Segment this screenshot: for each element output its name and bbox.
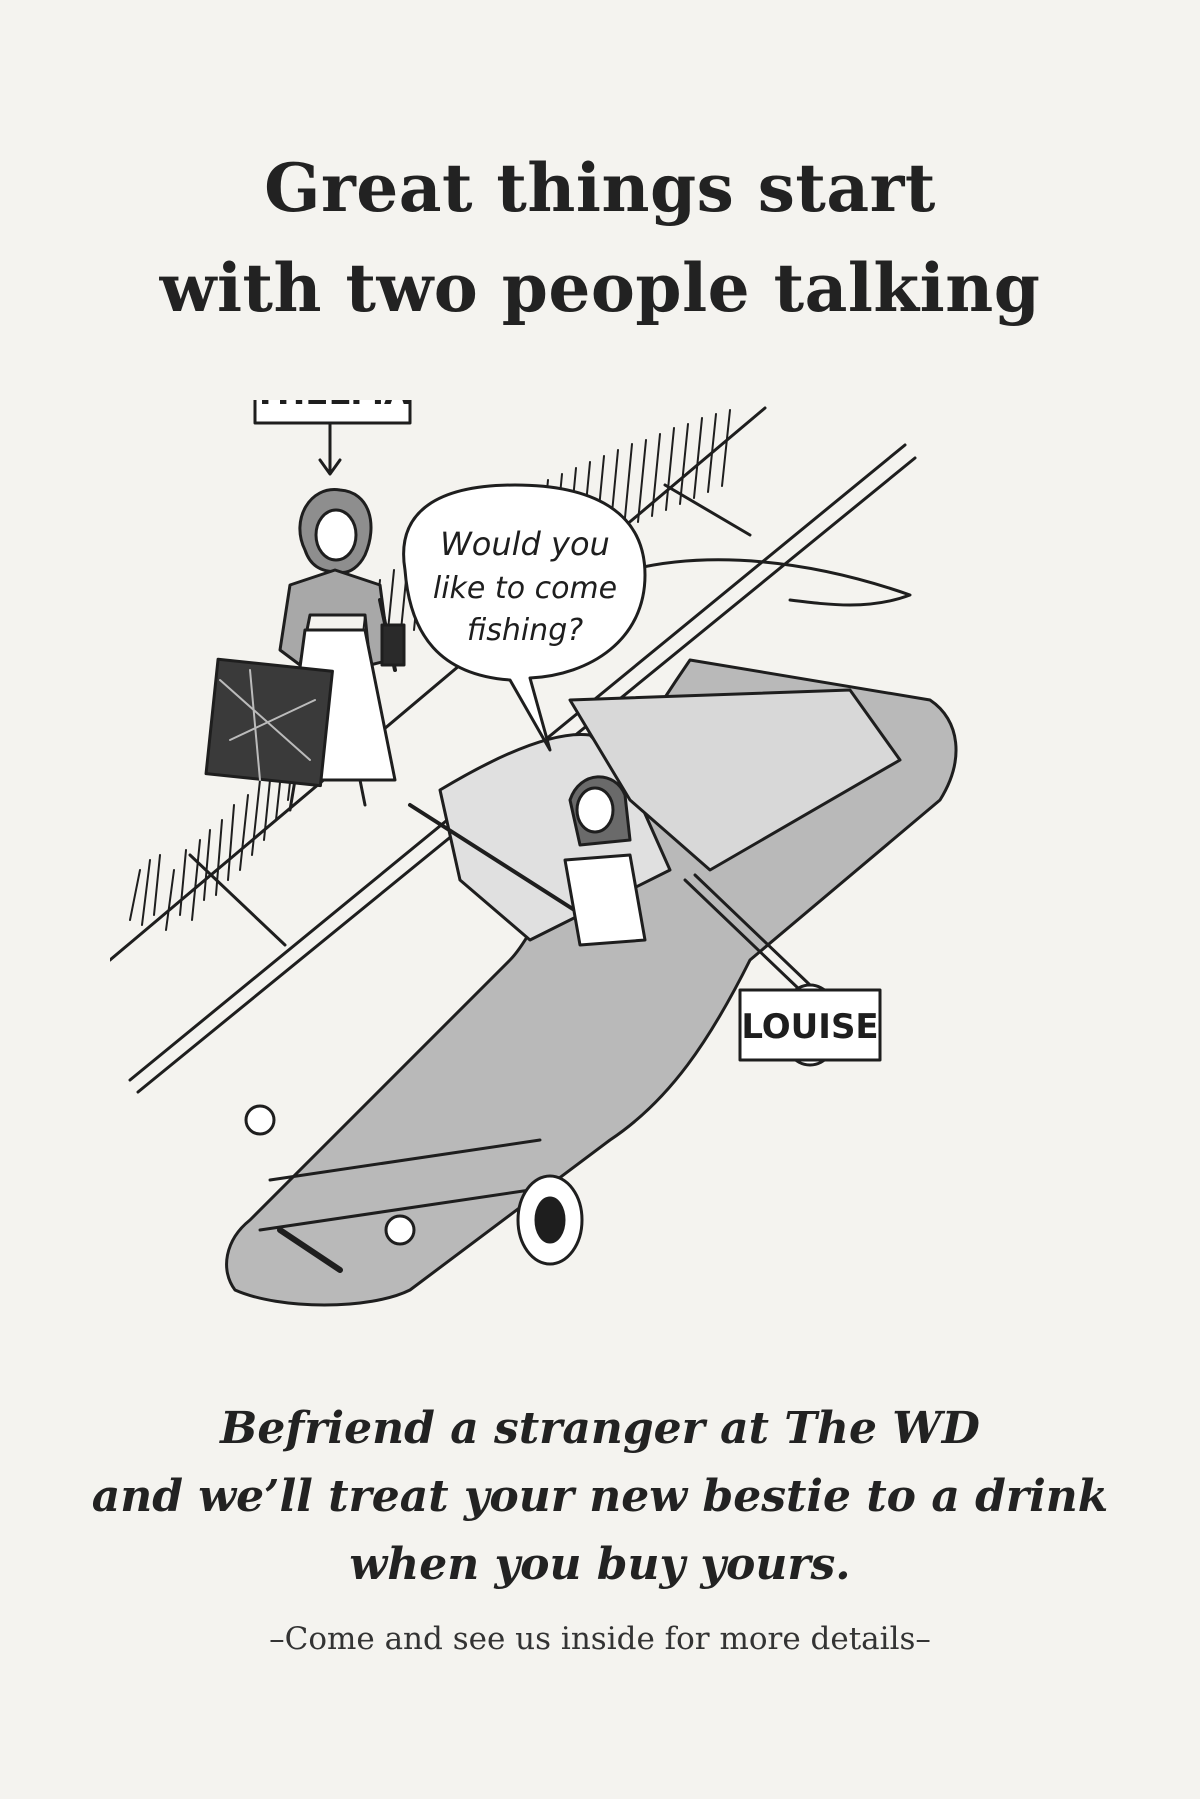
headline-line-1: Great things start <box>264 149 936 227</box>
tagline-line-3: when you buy yours. <box>349 1539 851 1590</box>
speech-bubble <box>402 483 647 752</box>
cartoon-illustration: THELMA LOUISE Would you like to come fis… <box>110 400 958 1307</box>
speech-line-3: fishing? <box>467 613 583 648</box>
suitcase <box>204 657 334 788</box>
tagline-line-2: and we’ll treat your new bestie to a dri… <box>91 1471 1109 1522</box>
speech-line-2: like to come <box>433 571 617 606</box>
footnote: –Come and see us inside for more details… <box>269 1621 931 1657</box>
convertible-car <box>225 558 958 1307</box>
louise-figure <box>563 775 647 947</box>
speech-line-1: Would you <box>440 525 610 563</box>
thelma-label-text: THELMA <box>254 400 411 413</box>
louise-label <box>683 873 882 1062</box>
tagline: Befriend a stranger at The WD and we’ll … <box>0 1395 1200 1599</box>
headline-line-2: with two people talking <box>159 249 1041 327</box>
tagline-line-1: Befriend a stranger at The WD <box>220 1403 980 1454</box>
louise-label-text: LOUISE <box>741 1007 878 1047</box>
headline: Great things start with two people talki… <box>0 138 1200 338</box>
thelma-label <box>253 400 412 476</box>
